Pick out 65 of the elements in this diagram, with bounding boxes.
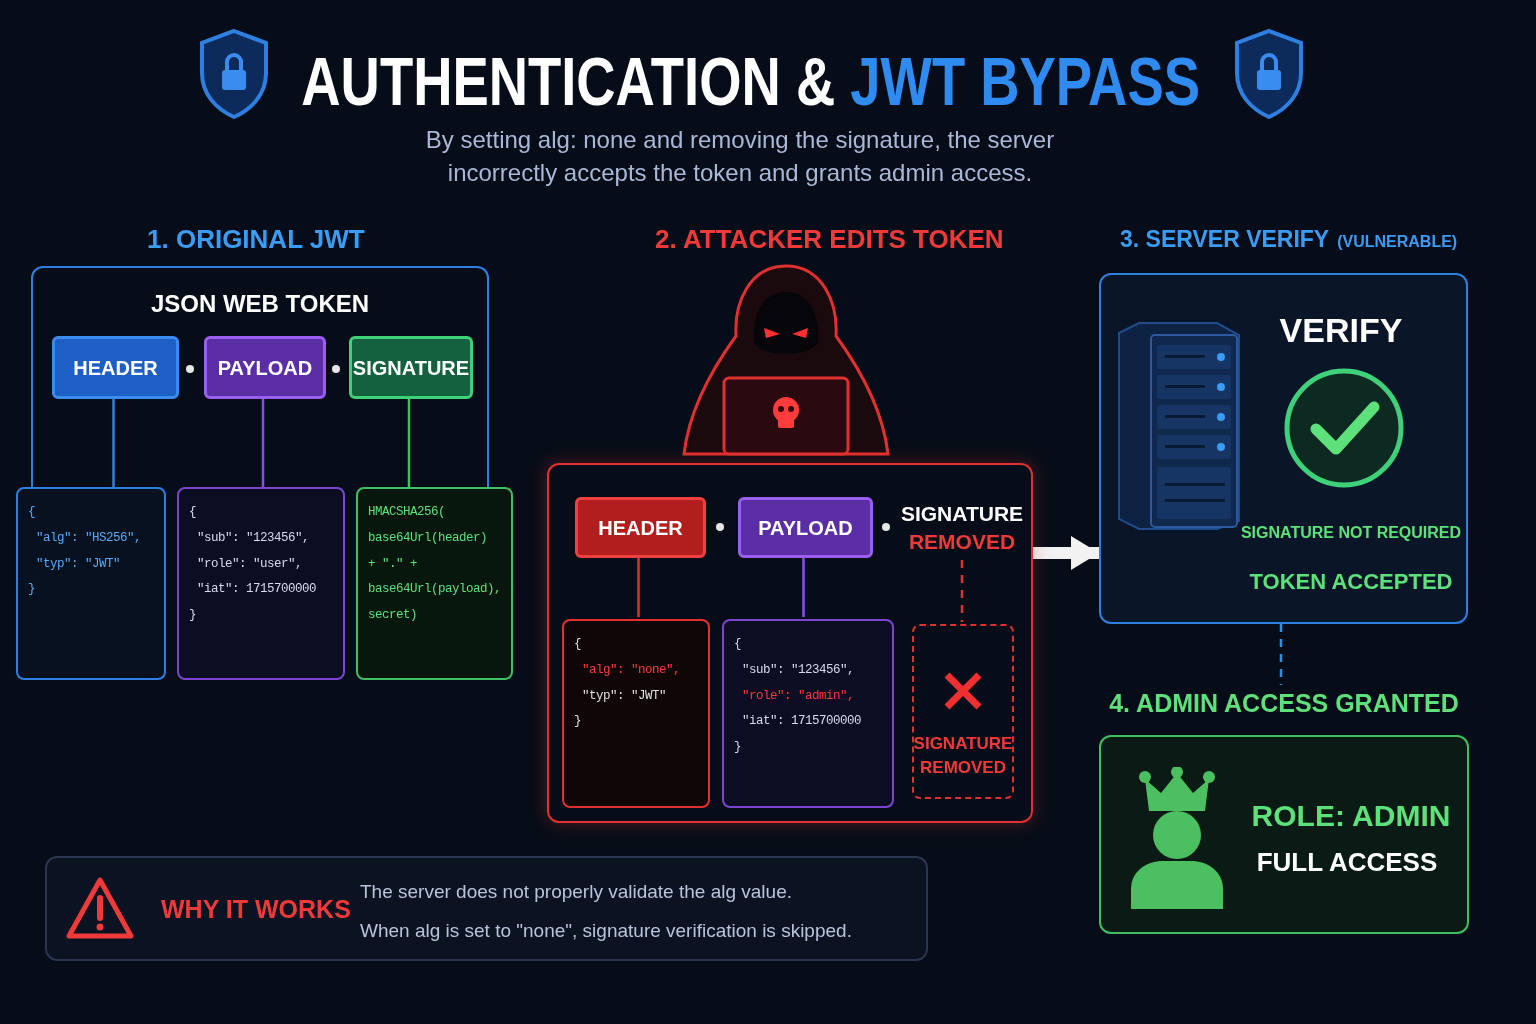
code-line: "typ": "JWT" xyxy=(581,687,667,705)
connector-line xyxy=(637,556,640,617)
status-text: SIGNATURE NOT REQUIRED xyxy=(1239,523,1463,543)
code-line: "role": "user", xyxy=(196,555,304,573)
explanation-text: The server does not properly validate the alg value. xyxy=(360,880,793,904)
code-line: { xyxy=(734,636,742,653)
connector-line xyxy=(1279,624,1283,685)
connector-line xyxy=(407,397,411,487)
code-panel xyxy=(177,487,345,680)
status-text: SIGNATURE REMOVED xyxy=(913,733,1013,779)
status-text: TOKEN ACCEPTED xyxy=(1248,568,1454,596)
token-part-label: HEADER xyxy=(575,497,706,558)
status-text: SIGNATURE xyxy=(900,501,1024,527)
edited-token-panel xyxy=(547,463,1033,823)
code-line: "sub": "123456", xyxy=(196,529,311,547)
code-panel xyxy=(16,487,166,680)
code-line: } xyxy=(189,607,197,624)
code-line: "iat": 1715700000 xyxy=(741,713,863,731)
section-heading: 3. SERVER VERIFY xyxy=(1120,225,1330,254)
code-line: } xyxy=(574,713,582,731)
connector-line xyxy=(960,560,964,622)
code-panel xyxy=(562,619,710,808)
code-line: "role": "admin", xyxy=(741,687,856,705)
subtitle: By setting alg: none and removing the signature, the server incorrectly accepts the token and grants admin access. xyxy=(424,125,1056,188)
role-text: ROLE: ADMIN xyxy=(1251,798,1451,834)
connector-line xyxy=(112,397,115,487)
verify-panel xyxy=(1099,273,1468,624)
code-line: { xyxy=(28,504,36,521)
section-heading: 2. ATTACKER EDITS TOKEN xyxy=(655,223,1004,256)
code-line: } xyxy=(734,739,742,756)
access-text: FULL ACCESS xyxy=(1255,846,1439,879)
connector-line xyxy=(261,397,265,487)
code-panel xyxy=(356,487,513,680)
connector-line xyxy=(802,556,805,617)
code-line: HMACSHA256( xyxy=(368,504,446,521)
token-frame xyxy=(31,266,489,487)
status-text: REMOVED xyxy=(908,529,1016,555)
verify-heading: VERIFY xyxy=(1278,310,1404,351)
section-heading: 1. ORIGINAL JWT xyxy=(147,223,365,256)
code-line: { xyxy=(574,636,582,653)
explanation-panel xyxy=(45,856,928,961)
arrow xyxy=(1033,536,1099,570)
title: AUTHENTICATION & JWT BYPASS xyxy=(301,42,1200,121)
code-line: + "." + xyxy=(368,555,418,573)
token-part-label: PAYLOAD xyxy=(204,336,326,399)
section-heading: 4. ADMIN ACCESS GRANTED xyxy=(1108,688,1460,719)
code-line: "typ": "JWT" xyxy=(35,555,121,573)
code-line: "alg": "none", xyxy=(581,661,682,679)
code-line: base64Url(payload), xyxy=(368,581,501,599)
code-line: } xyxy=(28,581,36,599)
code-line: "sub": "123456", xyxy=(741,661,856,679)
token-part-label: PAYLOAD xyxy=(738,497,873,558)
code-line: { xyxy=(189,504,197,521)
explanation-text: When alg is set to "none", signature verification is skipped. xyxy=(360,918,852,943)
code-line: "iat": 1715700000 xyxy=(196,581,318,599)
section-note: (VULNERABLE) xyxy=(1337,232,1458,252)
code-line: base64Url(header) xyxy=(368,529,489,547)
warning-heading: WHY IT WORKS xyxy=(161,894,351,925)
frame-heading: JSON WEB TOKEN xyxy=(149,289,371,319)
code-panel xyxy=(722,619,894,808)
token-part-label: SIGNATURE xyxy=(349,336,473,399)
token-part-label: HEADER xyxy=(52,336,179,399)
code-line: secret) xyxy=(368,607,418,624)
removed-signature-box xyxy=(912,624,1014,799)
code-line: "alg": "HS256", xyxy=(35,529,143,547)
